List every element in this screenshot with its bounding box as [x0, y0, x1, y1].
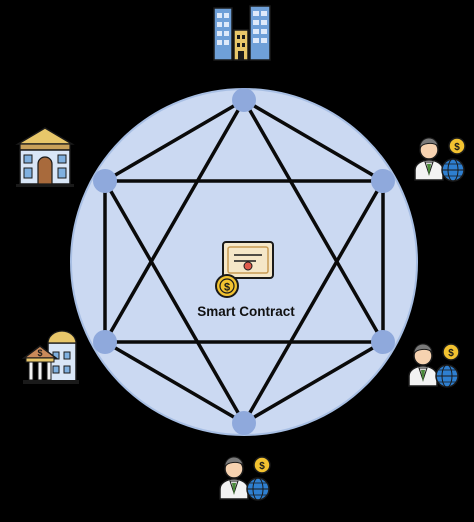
- network-edge: [104, 340, 245, 425]
- businessman-with-globe-icon: $: [414, 137, 466, 182]
- network-edge: [243, 98, 384, 183]
- courthouse-building-icon: [15, 127, 75, 187]
- network-edge: [242, 180, 385, 424]
- svg-text:$: $: [259, 461, 265, 472]
- network-edge: [243, 340, 384, 425]
- network-edges: [103, 98, 385, 425]
- network-node-upper-right: [371, 169, 395, 193]
- businessman-with-globe-icon: $: [408, 343, 460, 388]
- smart-contract-label: Smart Contract: [197, 303, 295, 319]
- network-node-lower-left: [93, 330, 117, 354]
- svg-text:$: $: [37, 348, 42, 358]
- businessmen-layer: $ $ $: [219, 137, 466, 501]
- bank-icon: $: [21, 330, 79, 384]
- businessman-with-globe-icon: $: [219, 456, 271, 501]
- network-node-lower-right: [371, 330, 395, 354]
- network-edge: [104, 98, 245, 183]
- contract-certificate-icon: [222, 241, 274, 279]
- network-edge: [103, 99, 246, 343]
- network-node-bottom: [232, 411, 256, 435]
- network-edge: [103, 180, 246, 424]
- network-node-upper-left: [93, 169, 117, 193]
- svg-text:$: $: [224, 282, 230, 294]
- network-node-top: [232, 88, 256, 112]
- office-buildings-icon: [213, 5, 271, 61]
- svg-text:$: $: [448, 348, 454, 359]
- svg-text:$: $: [454, 142, 460, 153]
- network-nodes: [93, 88, 395, 435]
- dollar-coin-icon: $: [215, 274, 239, 298]
- network-edge: [242, 99, 385, 343]
